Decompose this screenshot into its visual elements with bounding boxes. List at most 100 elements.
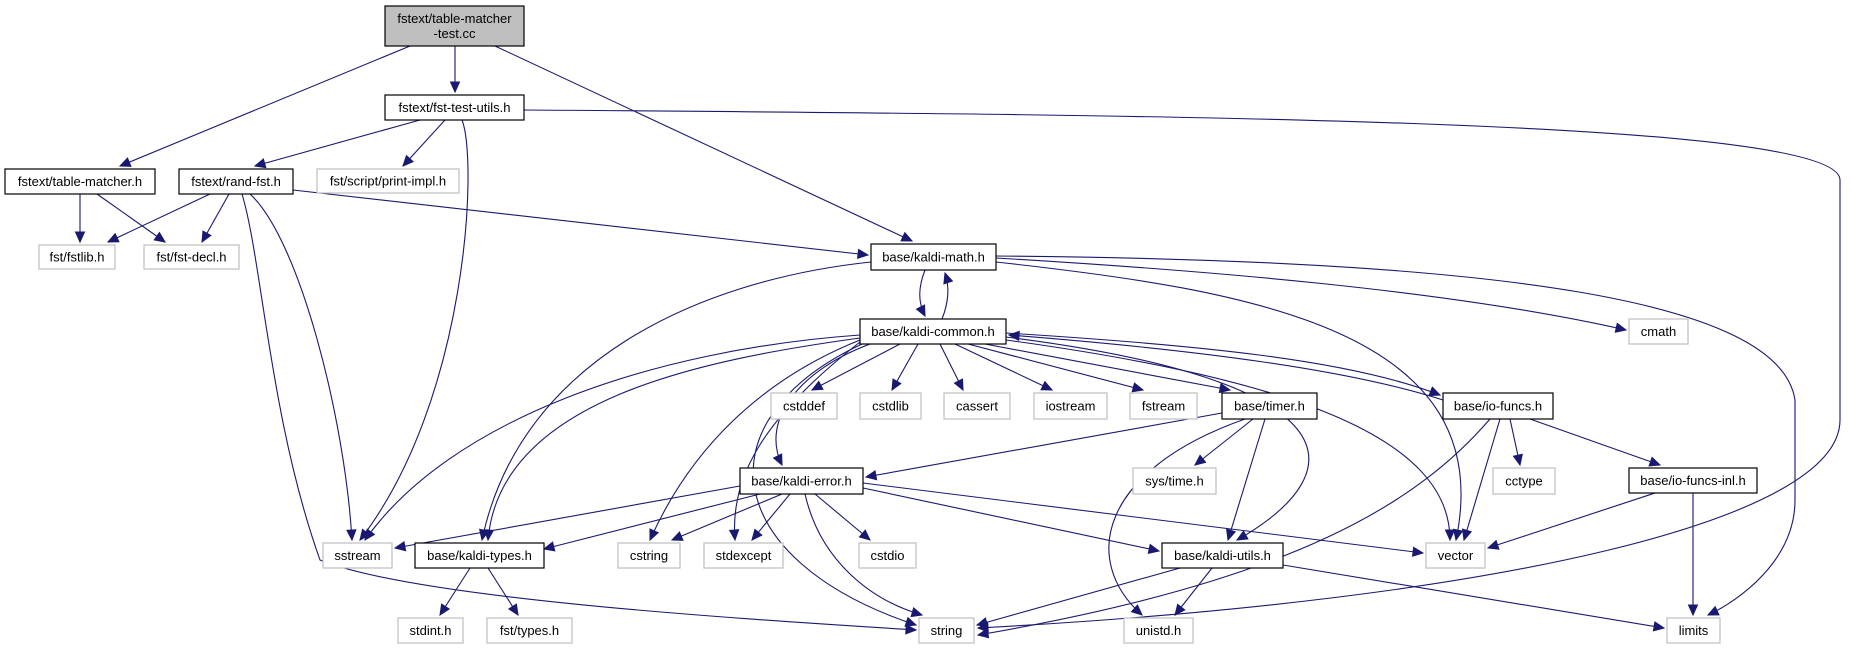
node-box[interactable] bbox=[1628, 467, 1758, 494]
edge-kaldi-error-to-kaldi-types bbox=[542, 493, 761, 552]
edge-line bbox=[487, 337, 861, 541]
node-box bbox=[770, 392, 838, 420]
node-box bbox=[1129, 392, 1198, 420]
arrowhead-icon bbox=[864, 469, 878, 481]
node-box bbox=[617, 542, 681, 569]
node-box[interactable] bbox=[739, 467, 864, 495]
node-label: stdexcept bbox=[716, 548, 772, 563]
node-fstream: fstream bbox=[1129, 392, 1198, 420]
node-io-funcs[interactable]: base/io-funcs.h bbox=[1442, 392, 1554, 420]
edge-kaldi-common-to-kaldi-types bbox=[483, 337, 861, 542]
node-cmath: cmath bbox=[1628, 318, 1689, 345]
node-root[interactable]: fstext/table-matcher-test.cc bbox=[384, 5, 525, 47]
node-box[interactable] bbox=[870, 243, 997, 271]
node-rand-fst[interactable]: fstext/rand-fst.h bbox=[178, 168, 294, 195]
node-box bbox=[322, 542, 393, 569]
edge-kaldi-common-to-cstring bbox=[649, 339, 861, 542]
node-box bbox=[1425, 542, 1486, 569]
arrowhead-icon bbox=[1235, 530, 1249, 541]
node-label: fst/fst-decl.h bbox=[156, 250, 226, 265]
node-kaldi-error[interactable]: base/kaldi-error.h bbox=[739, 467, 864, 495]
node-kaldi-types[interactable]: base/kaldi-types.h bbox=[414, 542, 545, 569]
node-box bbox=[1123, 617, 1194, 644]
arrowhead-icon bbox=[1486, 539, 1500, 550]
arrowhead-icon bbox=[1687, 604, 1699, 617]
node-kaldi-utils[interactable]: base/kaldi-utils.h bbox=[1161, 542, 1284, 569]
nodes-layer: fstext/table-matcher-test.cc fstext/fst-t… bbox=[4, 5, 1758, 644]
edge-line bbox=[119, 45, 411, 167]
arrowhead-icon bbox=[810, 380, 824, 391]
node-label: vector bbox=[1438, 548, 1474, 563]
node-box[interactable] bbox=[384, 94, 525, 121]
edge-line bbox=[995, 261, 1462, 541]
edge-kaldi-common-to-cstdlib bbox=[891, 343, 919, 392]
arrowhead-icon bbox=[346, 529, 357, 542]
node-label: base/io-funcs.h bbox=[1454, 399, 1542, 414]
edge-rand-fst-to-fstlib bbox=[106, 193, 211, 243]
arrowhead-icon bbox=[910, 607, 924, 618]
node-box[interactable] bbox=[1442, 392, 1554, 420]
edge-timer-to-kaldi-error bbox=[864, 412, 1223, 481]
edge-line bbox=[733, 341, 861, 541]
node-label: cstring bbox=[630, 548, 668, 563]
node-label: cmath bbox=[1641, 324, 1676, 339]
node-cstdlib: cstdlib bbox=[859, 392, 922, 420]
edge-line bbox=[1005, 339, 1451, 541]
edge-line bbox=[811, 343, 901, 391]
node-table-matcher[interactable]: fstext/table-matcher.h bbox=[4, 168, 156, 195]
edge-kaldi-types-to-stdint bbox=[439, 567, 471, 617]
node-iostream: iostream bbox=[1033, 392, 1108, 420]
node-cstring: cstring bbox=[617, 542, 681, 569]
edge-kaldi-common-to-cassert bbox=[939, 343, 964, 392]
node-string: string bbox=[918, 617, 975, 644]
edge-line bbox=[976, 567, 1181, 626]
node-label: fstext/rand-fst.h bbox=[191, 174, 281, 189]
node-timer[interactable]: base/timer.h bbox=[1221, 392, 1318, 420]
node-label: fst/types.h bbox=[500, 623, 559, 638]
node-label: fstext/table-matcher bbox=[397, 11, 512, 26]
node-box bbox=[918, 617, 975, 644]
node-kaldi-common[interactable]: base/kaldi-common.h bbox=[859, 318, 1007, 345]
node-box[interactable] bbox=[1221, 392, 1318, 420]
arrowhead-icon bbox=[364, 528, 376, 541]
node-label: base/kaldi-error.h bbox=[751, 474, 851, 489]
arrowhead-icon bbox=[1512, 453, 1523, 467]
arrowhead-icon bbox=[153, 231, 166, 243]
edge-line bbox=[814, 493, 871, 541]
node-box[interactable] bbox=[859, 318, 1007, 345]
edge-root-to-table-matcher bbox=[118, 45, 411, 167]
edge-kaldi-error-to-cstring bbox=[670, 493, 783, 541]
edge-line bbox=[523, 109, 1841, 629]
edge-line bbox=[804, 493, 923, 616]
node-sstream: sstream bbox=[322, 542, 393, 569]
node-fst-test-utils[interactable]: fstext/fst-test-utils.h bbox=[384, 94, 525, 121]
arrowhead-icon bbox=[915, 304, 926, 318]
edge-line bbox=[1194, 418, 1254, 466]
edge-line bbox=[1008, 334, 1444, 401]
node-kaldi-math[interactable]: base/kaldi-math.h bbox=[870, 243, 997, 271]
arrowhead-icon bbox=[1428, 386, 1442, 397]
node-label: base/kaldi-math.h bbox=[882, 250, 985, 265]
node-box bbox=[1492, 467, 1556, 495]
arrowhead-icon bbox=[393, 540, 407, 552]
node-cassert: cassert bbox=[943, 392, 1011, 420]
edge-line bbox=[394, 485, 741, 549]
edge-table-matcher-to-fstlib bbox=[74, 194, 86, 244]
node-box[interactable] bbox=[4, 168, 156, 195]
node-box[interactable] bbox=[178, 168, 294, 195]
node-cstdio: cstdio bbox=[858, 542, 917, 569]
edge-root-to-fst-test-utils bbox=[449, 46, 461, 94]
node-label: fst/fstlib.h bbox=[50, 250, 105, 265]
node-box[interactable] bbox=[414, 542, 545, 569]
edge-line bbox=[494, 45, 913, 242]
node-box bbox=[1666, 617, 1721, 644]
node-box[interactable] bbox=[1161, 542, 1284, 569]
node-box bbox=[143, 244, 240, 270]
node-io-funcs-inl[interactable]: base/io-funcs-inl.h bbox=[1628, 467, 1758, 494]
edge-line bbox=[1487, 492, 1656, 549]
node-label: fstext/fst-test-utils.h bbox=[399, 100, 511, 115]
node-label: unistd.h bbox=[1136, 623, 1182, 638]
node-box[interactable] bbox=[384, 5, 525, 47]
node-stdint: stdint.h bbox=[397, 617, 464, 644]
node-print-impl: fst/script/print-impl.h bbox=[316, 168, 460, 194]
